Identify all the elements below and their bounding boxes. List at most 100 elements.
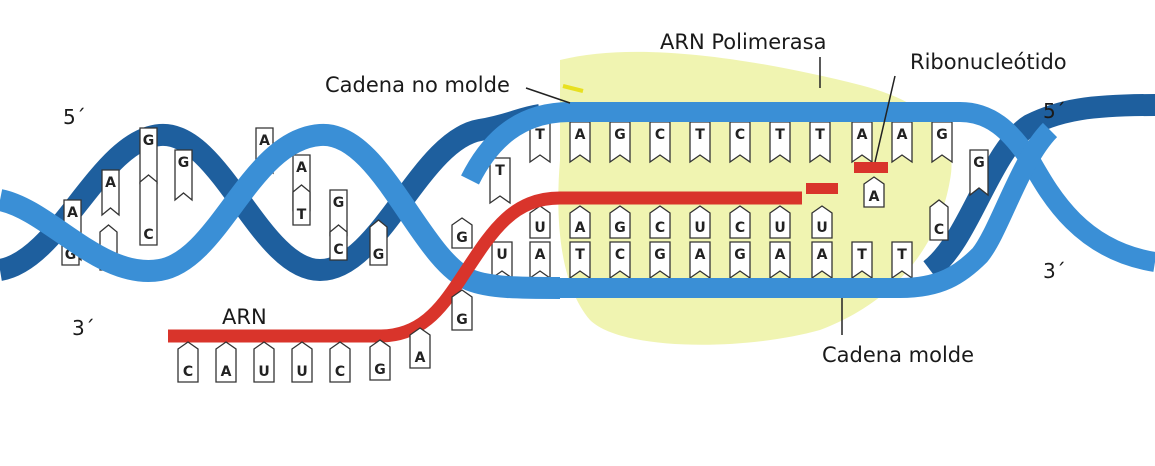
rna-pair-base-3-letter: C: [655, 220, 665, 236]
free-ribonucleotide: A: [863, 176, 885, 208]
rna-pair-base-6-letter: U: [774, 220, 785, 236]
rna-pair-base-2: G: [609, 205, 631, 239]
helix-front-strand-left: [0, 124, 561, 299]
rna-pair-base-6: U: [769, 205, 791, 239]
non-template-strand-label: Cadena no molde: [325, 73, 510, 97]
left-base-2: A: [101, 169, 120, 217]
top-base-9-letter: A: [897, 127, 908, 143]
left-base-4-letter: C: [143, 227, 153, 243]
template-base-7-letter: A: [775, 247, 786, 263]
template-base-4: G: [649, 241, 671, 280]
rna-pair-base-1-letter: A: [575, 220, 586, 236]
template-base-8: A: [811, 241, 833, 280]
template-strand: [560, 122, 1058, 298]
right-bottom-end-label: 3´: [1043, 259, 1066, 283]
left-base-9-letter: G: [333, 195, 345, 211]
left-base-5-letter: G: [178, 155, 190, 171]
helix-back-strand-left: [0, 104, 542, 282]
ribonucleotide-label: Ribonucleótido: [910, 50, 1067, 74]
tail-base-3: U: [291, 341, 313, 383]
top-base-5-letter: C: [735, 127, 745, 143]
top-base-6-letter: T: [775, 127, 785, 143]
junction-base-1-letter: G: [456, 230, 468, 246]
ribonucleotide-leader: [874, 75, 896, 163]
rna-pair-base-4: U: [689, 205, 711, 239]
free-ribonucleotide-letter: A: [869, 189, 880, 205]
junction-base-1: G: [451, 217, 473, 249]
rna-pair-base-3: C: [649, 205, 671, 239]
template-base-2: T: [569, 241, 591, 280]
right-base-0-letter: G: [973, 155, 985, 171]
template-base-5: A: [689, 241, 711, 280]
helix-back-strand-right: [922, 94, 1155, 279]
left-base-10: C: [329, 224, 348, 261]
left-base-7-letter: A: [296, 160, 307, 176]
rna-pair-base-4-letter: U: [694, 220, 705, 236]
top-base-3-letter: C: [655, 127, 665, 143]
template-base-7: A: [769, 241, 791, 280]
tail-base-4: C: [329, 341, 351, 383]
left-base-11-letter: G: [373, 247, 385, 263]
left-base-12-letter: G: [65, 247, 77, 263]
template-base-3: C: [609, 241, 631, 280]
left-bottom-end-label: 3´: [72, 316, 95, 340]
left-base-2-letter: A: [105, 175, 116, 191]
tail-base-5: G: [369, 339, 391, 381]
tail-base-0: C: [177, 341, 199, 383]
rna-pair-base-7-letter: U: [816, 220, 827, 236]
rna-strand: [168, 191, 802, 343]
ribonucleotide-bar-2: [854, 162, 888, 173]
rna-pair-base-7: U: [811, 205, 833, 239]
junction-base-0: T: [489, 157, 511, 205]
rna-pair-base-1: A: [569, 205, 591, 239]
tail-base-1: A: [215, 341, 237, 383]
left-base-6-letter: A: [259, 133, 270, 149]
right-top-end-label: 5´: [1043, 99, 1066, 123]
top-base-4-letter: T: [695, 127, 705, 143]
top-base-7-letter: T: [815, 127, 825, 143]
non-template-strand: [461, 102, 1155, 272]
top-base-10-letter: G: [936, 127, 948, 143]
yellow-mark: [562, 84, 584, 93]
tail-base-4-letter: C: [335, 364, 345, 380]
template-base-3-letter: C: [615, 247, 625, 263]
template-base-1: A: [529, 241, 551, 280]
template-base-0: U: [491, 241, 513, 280]
rna-pair-base-2-letter: G: [614, 220, 626, 236]
junction-base-0-letter: T: [495, 163, 505, 179]
rna-pair-base-5: C: [729, 205, 751, 239]
rna-pair-base-5-letter: C: [735, 220, 745, 236]
template-base-5-letter: A: [695, 247, 706, 263]
rna-pair-base-0: U: [529, 205, 551, 239]
template-base-9-letter: T: [857, 247, 867, 263]
template-strand-label: Cadena molde: [822, 343, 974, 367]
right-base-0: G: [969, 149, 989, 197]
tail-base-6: A: [409, 327, 431, 369]
ribonucleotide-bar-1: [806, 183, 838, 194]
left-base-11: G: [369, 219, 388, 266]
top-base-2-letter: G: [614, 127, 626, 143]
template-base-8-letter: A: [817, 247, 828, 263]
template-base-6-letter: G: [734, 247, 746, 263]
template-base-10: T: [891, 241, 913, 280]
rna-label: ARN: [222, 305, 267, 329]
template-base-0-letter: U: [496, 247, 507, 263]
template-base-9: T: [851, 241, 873, 280]
tail-base-2: U: [253, 341, 275, 383]
tail-base-7-letter: G: [456, 312, 468, 328]
right-base-1: C: [929, 199, 949, 241]
tail-base-5-letter: G: [374, 362, 386, 378]
left-base-10-letter: C: [333, 242, 343, 258]
left-base-0-letter: A: [67, 205, 78, 221]
left-top-end-label: 5´: [63, 105, 86, 129]
rna-pair-base-0-letter: U: [534, 220, 545, 236]
left-base-8-letter: T: [297, 207, 307, 223]
template-base-4-letter: G: [654, 247, 666, 263]
template-base-10-letter: T: [897, 247, 907, 263]
tail-base-2-letter: U: [258, 364, 269, 380]
non-template-leader: [525, 87, 571, 104]
template-base-1-letter: A: [535, 247, 546, 263]
